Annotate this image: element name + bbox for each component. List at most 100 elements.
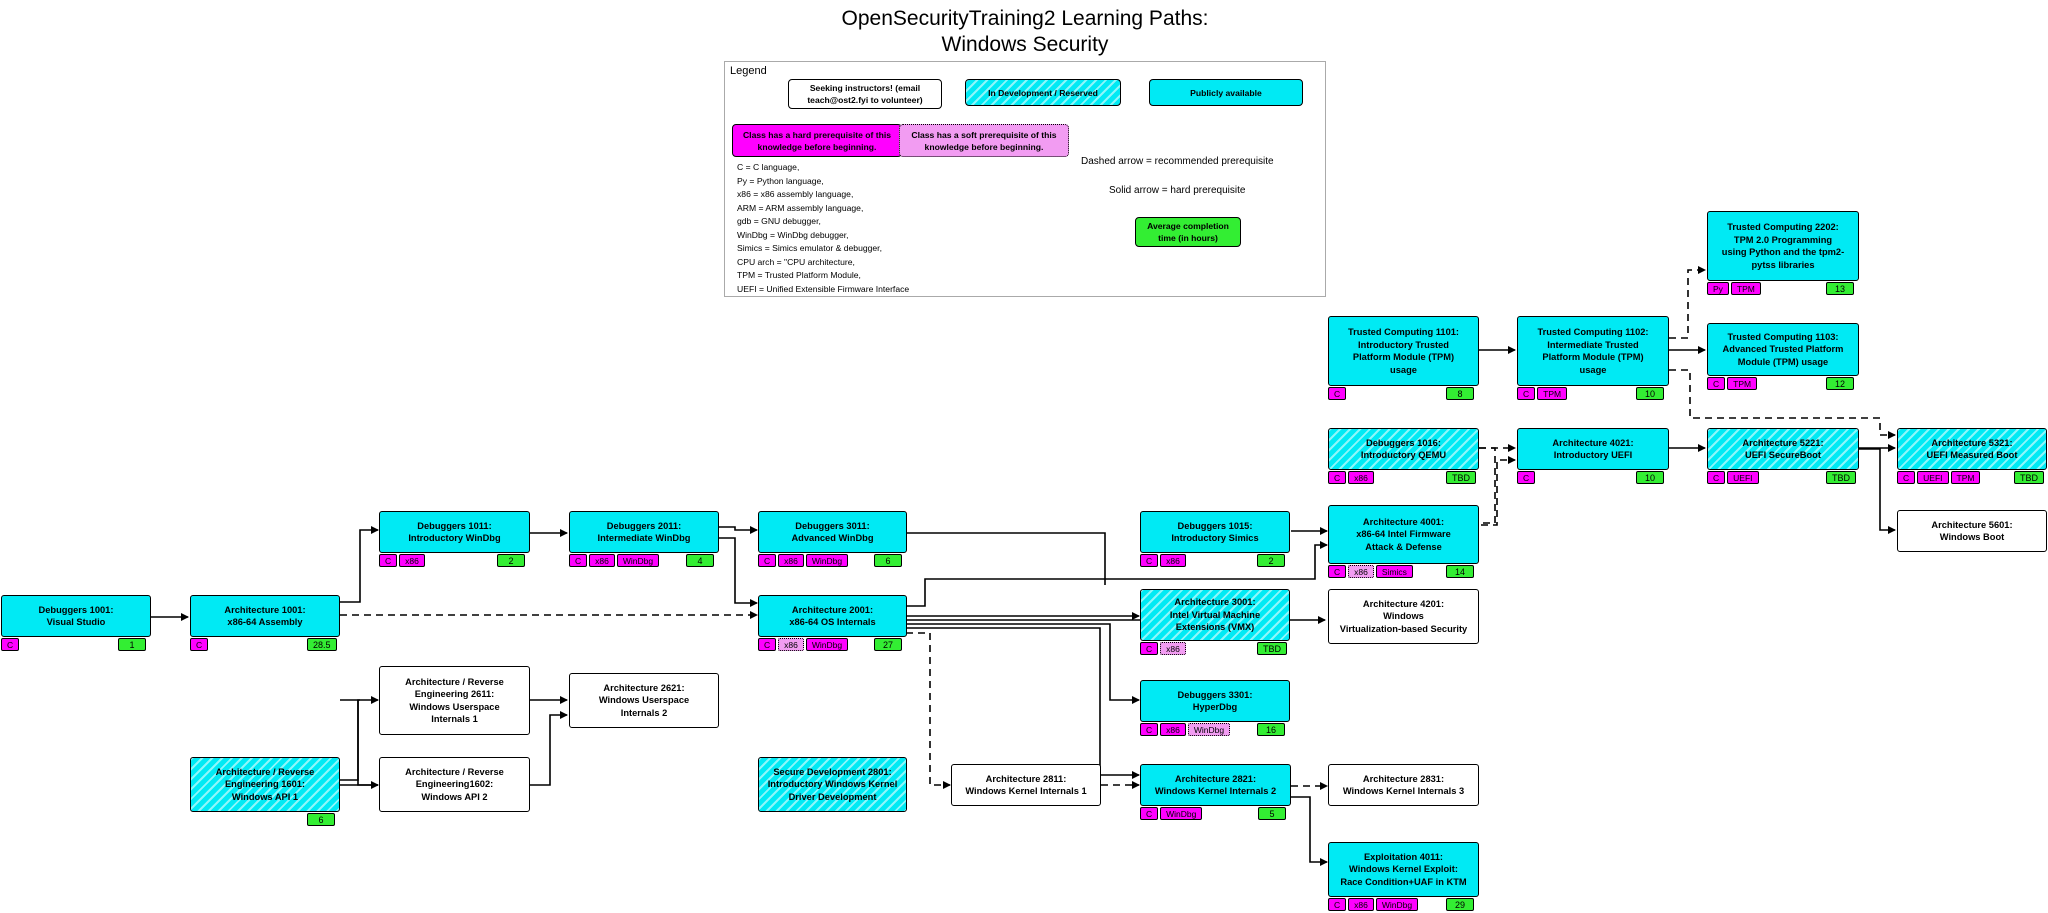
- hours-badge: 16: [1257, 723, 1285, 736]
- prereq-tag: Py: [1707, 282, 1729, 295]
- hours-badge: 29: [1446, 898, 1474, 911]
- course-dbg3301: Debuggers 3301: HyperDbg: [1140, 680, 1290, 722]
- prereq-tag: WinDbg: [1160, 807, 1203, 820]
- course-arch5601: Architecture 5601: Windows Boot: [1897, 510, 2047, 552]
- prereq-tag: TPM: [1727, 377, 1758, 390]
- arrow: [906, 627, 1140, 779]
- arrow: [340, 696, 379, 781]
- abbr-simics: Simics = Simics emulator & debugger,: [737, 243, 882, 253]
- course-dbg2011: Debuggers 2011: Intermediate WinDbg: [569, 511, 719, 553]
- course-arch2811: Architecture 2811: Windows Kernel Intern…: [951, 764, 1101, 806]
- legend: Legend Seeking instructors! (email teach…: [724, 61, 1326, 297]
- prereq-tag: C: [1517, 471, 1536, 484]
- prereq-tag: C: [758, 638, 777, 651]
- hours-badge: 4: [686, 554, 714, 567]
- course-tc1101: Trusted Computing 1101: Introductory Tru…: [1328, 316, 1479, 386]
- legend-publicly-available: Publicly available: [1149, 79, 1303, 106]
- course-arch1001: Architecture 1001: x86-64 Assembly: [190, 595, 340, 637]
- prereq-tag: x86: [1348, 898, 1374, 911]
- legend-seeking-instructors: Seeking instructors! (email teach@ost2.f…: [788, 79, 942, 109]
- prereq-tag: TPM: [1730, 282, 1761, 295]
- arrow: [1291, 796, 1328, 866]
- prereq-tag: TPM: [1537, 387, 1568, 400]
- course-tc2202: Trusted Computing 2202: TPM 2.0 Programm…: [1707, 211, 1859, 281]
- hours-badge: TBD: [1446, 471, 1476, 484]
- prereq-tag: C: [1897, 471, 1916, 484]
- arrow: [1859, 448, 1896, 534]
- prereq-tag: C: [1, 638, 20, 651]
- prereq-tag: WinDbg: [805, 638, 849, 651]
- abbr-arm: ARM = ARM assembly language,: [737, 202, 864, 213]
- arrow: [1669, 369, 1896, 439]
- prereq-tag: C: [1140, 554, 1159, 567]
- legend-solid-text: Solid arrow = hard prerequisite: [1109, 185, 1246, 196]
- title-line-1: OpenSecurityTraining2 Learning Paths:: [841, 7, 1209, 30]
- prereq-tag: x86: [1348, 471, 1374, 484]
- abbr-windbg: WinDbg = WinDbg debugger,: [737, 229, 849, 240]
- abbr-c: C = C language,: [737, 162, 800, 172]
- abbr-py: Py = Python language,: [737, 175, 824, 186]
- course-re2611: Architecture / Reverse Engineering 2611:…: [379, 666, 530, 735]
- legend-dashed-text: Dashed arrow = recommended prerequisite: [1081, 156, 1274, 167]
- course-dbg1016: Debuggers 1016: Introductory QEMU: [1328, 428, 1479, 470]
- arrow: [906, 623, 1140, 704]
- course-arch4021: Architecture 4021: Introductory UEFI: [1517, 428, 1669, 470]
- prereq-tag: C: [1140, 807, 1159, 820]
- prereq-tag: x86: [589, 554, 615, 567]
- abbr-cpu-arch: CPU arch = "CPU architecture,: [737, 256, 855, 267]
- prereq-tag: x86: [1348, 565, 1374, 578]
- prereq-tag: C: [1140, 723, 1159, 736]
- hours-badge: TBD: [1826, 471, 1856, 484]
- course-exp4011: Exploitation 4011: Windows Kernel Exploi…: [1328, 842, 1479, 897]
- prereq-tag: C: [1707, 471, 1726, 484]
- hours-badge: 2: [1257, 554, 1285, 567]
- prereq-tag: x86: [1160, 554, 1186, 567]
- course-dbg1011: Debuggers 1011: Introductory WinDbg: [379, 511, 530, 553]
- course-re1602: Architecture / Reverse Engineering1602: …: [379, 757, 530, 812]
- prereq-tag: C: [1140, 642, 1159, 655]
- hours-badge: 14: [1446, 565, 1474, 578]
- prereq-tag: x86: [1160, 642, 1186, 655]
- hours-badge: 27: [874, 638, 902, 651]
- course-arch2831: Architecture 2831: Windows Kernel Intern…: [1328, 764, 1479, 806]
- course-dbg3011: Debuggers 3011: Advanced WinDbg: [758, 511, 907, 553]
- hours-badge: 13: [1826, 282, 1854, 295]
- hours-badge: 8: [1446, 387, 1474, 400]
- course-re1601: Architecture / Reverse Engineering 1601:…: [190, 757, 340, 812]
- course-tc1103: Trusted Computing 1103: Advanced Trusted…: [1707, 323, 1859, 376]
- prereq-tags: C: [1, 638, 20, 651]
- prereq-tag: C: [1328, 898, 1347, 911]
- prereq-tag: UEFI: [1917, 471, 1949, 484]
- arrow: [1669, 266, 1706, 339]
- prereq-tag: WinDbg: [805, 554, 849, 567]
- course-arch4001: Architecture 4001: x86-64 Intel Firmware…: [1328, 505, 1479, 564]
- title-line-2: Windows Security: [941, 33, 1109, 56]
- prereq-tag: C: [569, 554, 588, 567]
- course-arch2621: Architecture 2621: Windows Userspace Int…: [569, 673, 719, 728]
- course-arch4201: Architecture 4201: Windows Virtualizatio…: [1328, 589, 1479, 644]
- course-dbg1015: Debuggers 1015: Introductory Simics: [1140, 511, 1290, 553]
- hours-badge: 5: [1258, 807, 1286, 820]
- legend-avg-time: Average completion time (in hours): [1135, 217, 1241, 247]
- abbr-x86: x86 = x86 assembly language,: [737, 189, 854, 199]
- hours-badge: TBD: [1257, 642, 1287, 655]
- prereq-tags: C: [190, 638, 209, 651]
- prereq-tag: x86: [399, 554, 425, 567]
- prereq-tag: C: [190, 638, 209, 651]
- prereq-tag: WinDbg: [1375, 898, 1419, 911]
- abbr-tpm: TPM = Trusted Platform Module,: [737, 270, 861, 280]
- hours-badge: 12: [1826, 377, 1854, 390]
- prereq-tag: C: [1707, 377, 1726, 390]
- abbr-uefi: UEFI = Unified Extensible Firmware Inter…: [737, 283, 910, 294]
- prereq-tag: UEFI: [1727, 471, 1759, 484]
- hours-badge: 6: [307, 813, 335, 826]
